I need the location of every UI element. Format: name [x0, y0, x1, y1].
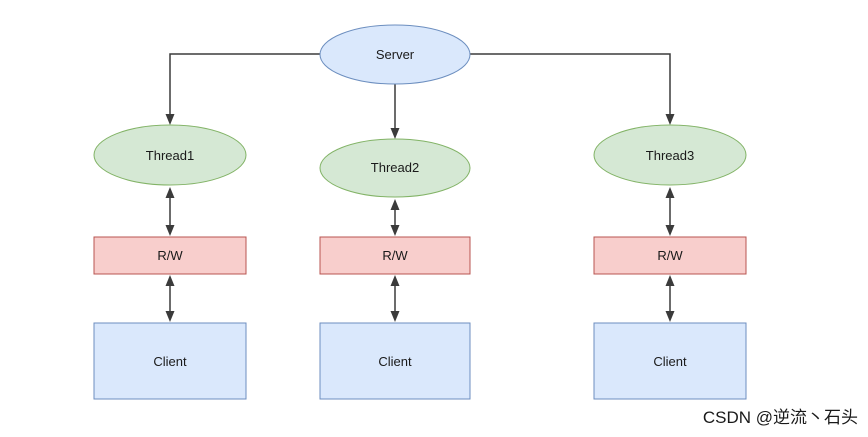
thread1-label: Thread1 — [146, 148, 194, 163]
arrowhead-down-rw1 — [165, 225, 175, 236]
server-node — [319, 24, 471, 85]
rw1-label: R/W — [157, 248, 183, 263]
nodes: Server Thread1 Thread2 Thread3 R/W R/W R… — [93, 24, 747, 400]
edge-server-thread3 — [470, 53, 671, 116]
client2-label: Client — [378, 354, 412, 369]
server-label: Server — [376, 47, 415, 62]
rw2-node — [319, 236, 471, 275]
watermark-text: CSDN @逆流丶石头 — [703, 408, 858, 427]
arrowhead-down-client3 — [665, 311, 675, 322]
arrowhead-up-thread3 — [665, 187, 675, 198]
arrowhead-into-thread2 — [390, 128, 400, 139]
arrowhead-up-thread1 — [165, 187, 175, 198]
client2-node — [319, 322, 471, 400]
rw3-node — [593, 236, 747, 275]
arrowhead-down-client1 — [165, 311, 175, 322]
thread2-node — [319, 138, 471, 198]
edge-server-thread1 — [169, 53, 320, 116]
arrowhead-up-thread2 — [390, 199, 400, 210]
arrowhead-down-client2 — [390, 311, 400, 322]
client1-node — [93, 322, 247, 400]
arrowhead-up-rw1 — [165, 275, 175, 286]
edge-lines — [169, 53, 671, 313]
client1-label: Client — [153, 354, 187, 369]
client3-node — [593, 322, 747, 400]
thread1-node — [93, 124, 247, 186]
rw3-label: R/W — [657, 248, 683, 263]
thread3-node — [593, 124, 747, 186]
arrowheads — [165, 114, 675, 322]
arrowhead-down-rw3 — [665, 225, 675, 236]
arrowhead-up-rw2 — [390, 275, 400, 286]
rw2-label: R/W — [382, 248, 408, 263]
arrowhead-into-thread3 — [665, 114, 675, 125]
arrowhead-down-rw2 — [390, 225, 400, 236]
rw1-node — [93, 236, 247, 275]
arrowhead-up-rw3 — [665, 275, 675, 286]
thread2-label: Thread2 — [371, 160, 419, 175]
thread3-label: Thread3 — [646, 148, 694, 163]
client3-label: Client — [653, 354, 687, 369]
arrowhead-into-thread1 — [165, 114, 175, 125]
